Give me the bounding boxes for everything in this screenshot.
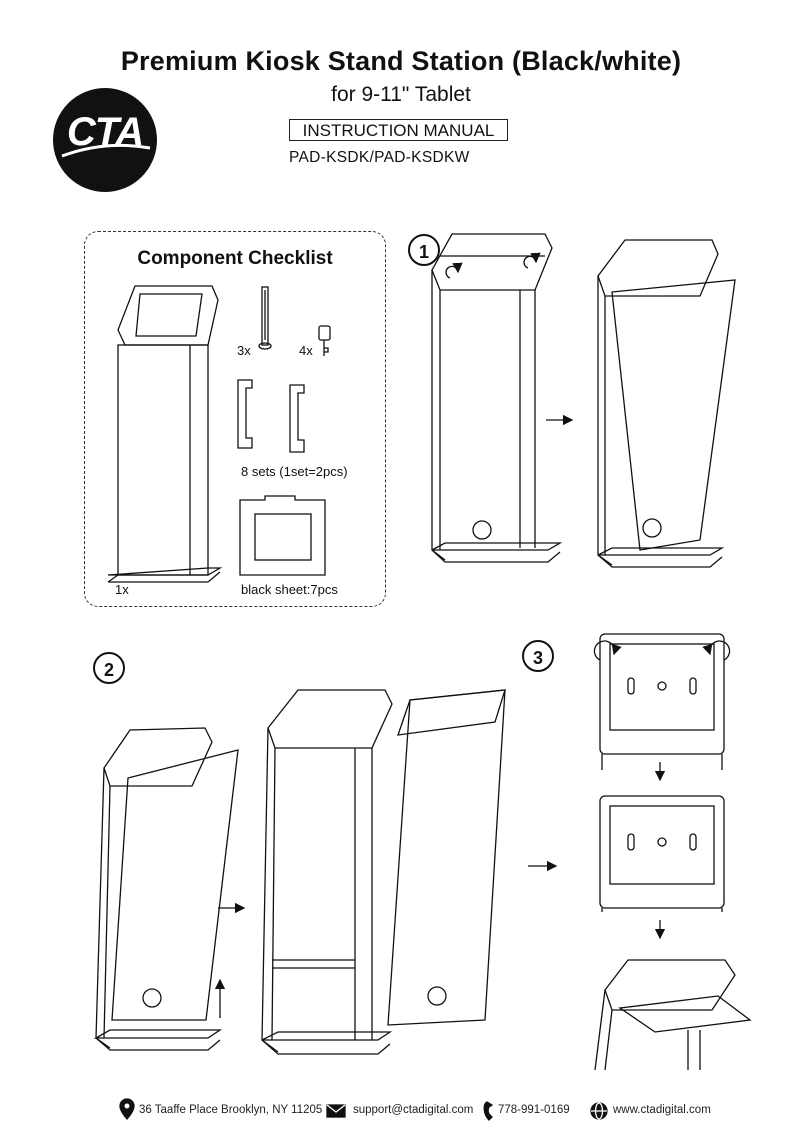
step-3-marker: 3 (522, 640, 554, 672)
footer-phone[interactable]: 778-991-0169 (498, 1104, 570, 1116)
bracket-qty: 8 sets (1set=2pcs) (241, 464, 348, 479)
checklist-title: Component Checklist (137, 248, 333, 269)
location-pin-icon (119, 1098, 135, 1120)
footer-website[interactable]: www.ctadigital.com (613, 1104, 711, 1116)
step2-front-panel-drawing (387, 689, 506, 1026)
component-checklist-box (84, 231, 386, 607)
screw-drawing (258, 286, 272, 350)
footer-email[interactable]: support@ctadigital.com (353, 1104, 474, 1116)
phone-icon (483, 1101, 494, 1121)
page-subtitle: for 9-11" Tablet (331, 83, 471, 106)
envelope-icon (326, 1104, 346, 1118)
footer-address: 36 Taaffe Place Brooklyn, NY 11205 (139, 1104, 323, 1116)
stand-qty: 1x (115, 582, 129, 597)
step3-top-view-1 (593, 633, 731, 770)
step2-stand-open-drawing (261, 689, 393, 1055)
globe-icon (590, 1102, 608, 1120)
model-number: PAD-KSDK/PAD-KSDKW (289, 149, 470, 166)
screw-qty: 3x (237, 343, 251, 358)
cta-logo (53, 88, 157, 192)
step3-top-view-2 (599, 795, 725, 912)
bracket-drawings (237, 379, 305, 453)
step2-stand-tilted-drawing (93, 727, 239, 1051)
sheet-drawing (239, 495, 326, 576)
step1-stand-drawing (431, 233, 563, 563)
kiosk-stand-drawing (107, 285, 223, 583)
manual-label: INSTRUCTION MANUAL (289, 119, 508, 141)
key-drawing (318, 325, 331, 356)
step-2-marker: 2 (93, 652, 125, 684)
step1-stand-open-drawing (597, 239, 736, 568)
logo-swoosh (61, 143, 151, 158)
sheet-qty: black sheet:7pcs (241, 582, 338, 597)
key-qty: 4x (299, 343, 313, 358)
page-title: Premium Kiosk Stand Station (Black/white… (120, 46, 682, 76)
step3-mounted-view (594, 959, 752, 1071)
step-1-marker: 1 (408, 234, 440, 266)
